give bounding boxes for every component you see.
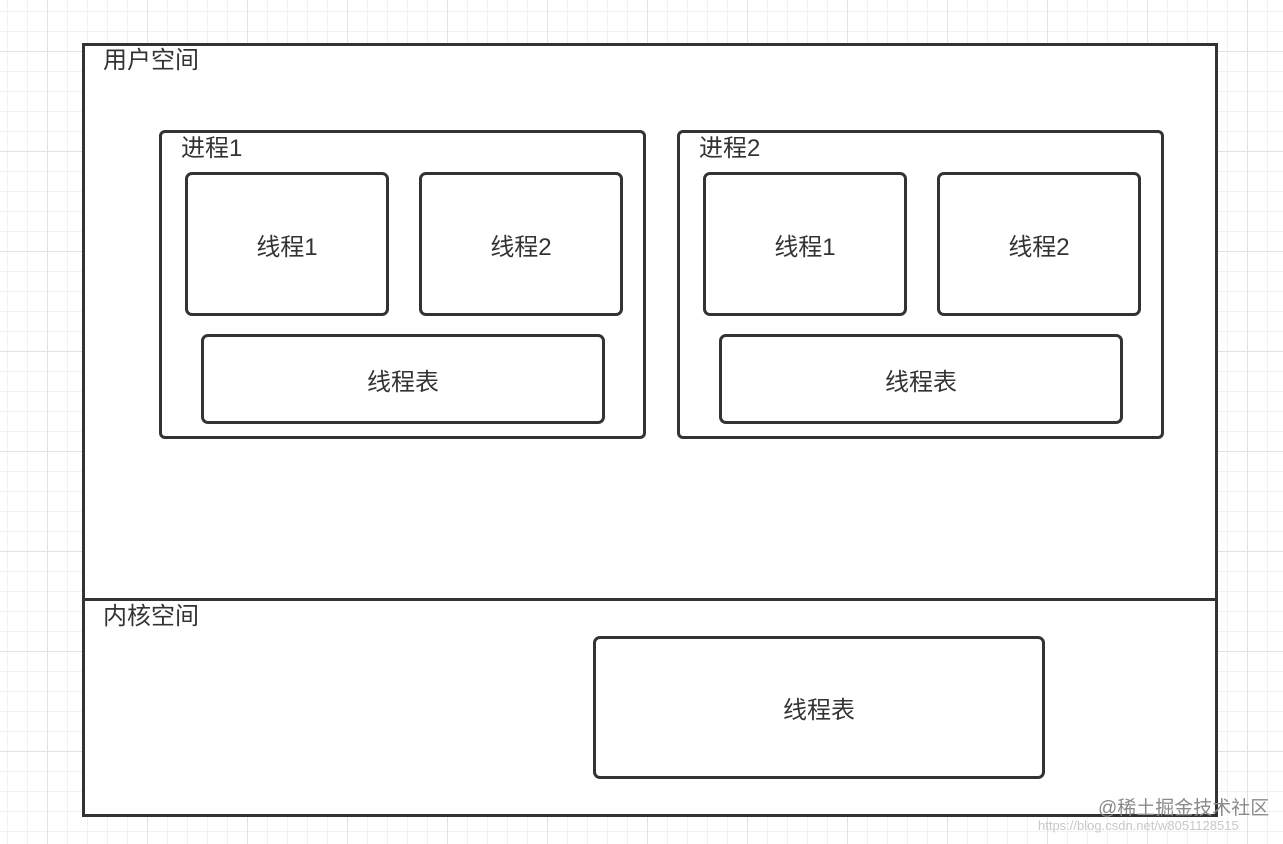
process-1-thread-2: 线程2 <box>419 172 623 316</box>
process-1-thread-1: 线程1 <box>185 172 389 316</box>
process-2-thread-1: 线程1 <box>703 172 907 316</box>
watermark-text: @稀土掘金技术社区 <box>1098 798 1270 819</box>
process-2-label: 进程2 <box>699 135 761 162</box>
process-2-thread-table: 线程表 <box>719 334 1123 424</box>
kernel-space-label: 内核空间 <box>103 603 199 630</box>
kernel-thread-table: 线程表 <box>593 636 1045 779</box>
watermark-url: https://blog.csdn.net/w8051128515 <box>1038 818 1239 833</box>
process-2-thread-2: 线程2 <box>937 172 1141 316</box>
process-1-thread-table: 线程表 <box>201 334 605 424</box>
space-divider <box>82 598 1218 601</box>
user-space-label: 用户空间 <box>103 47 199 74</box>
process-1-label: 进程1 <box>181 135 243 162</box>
